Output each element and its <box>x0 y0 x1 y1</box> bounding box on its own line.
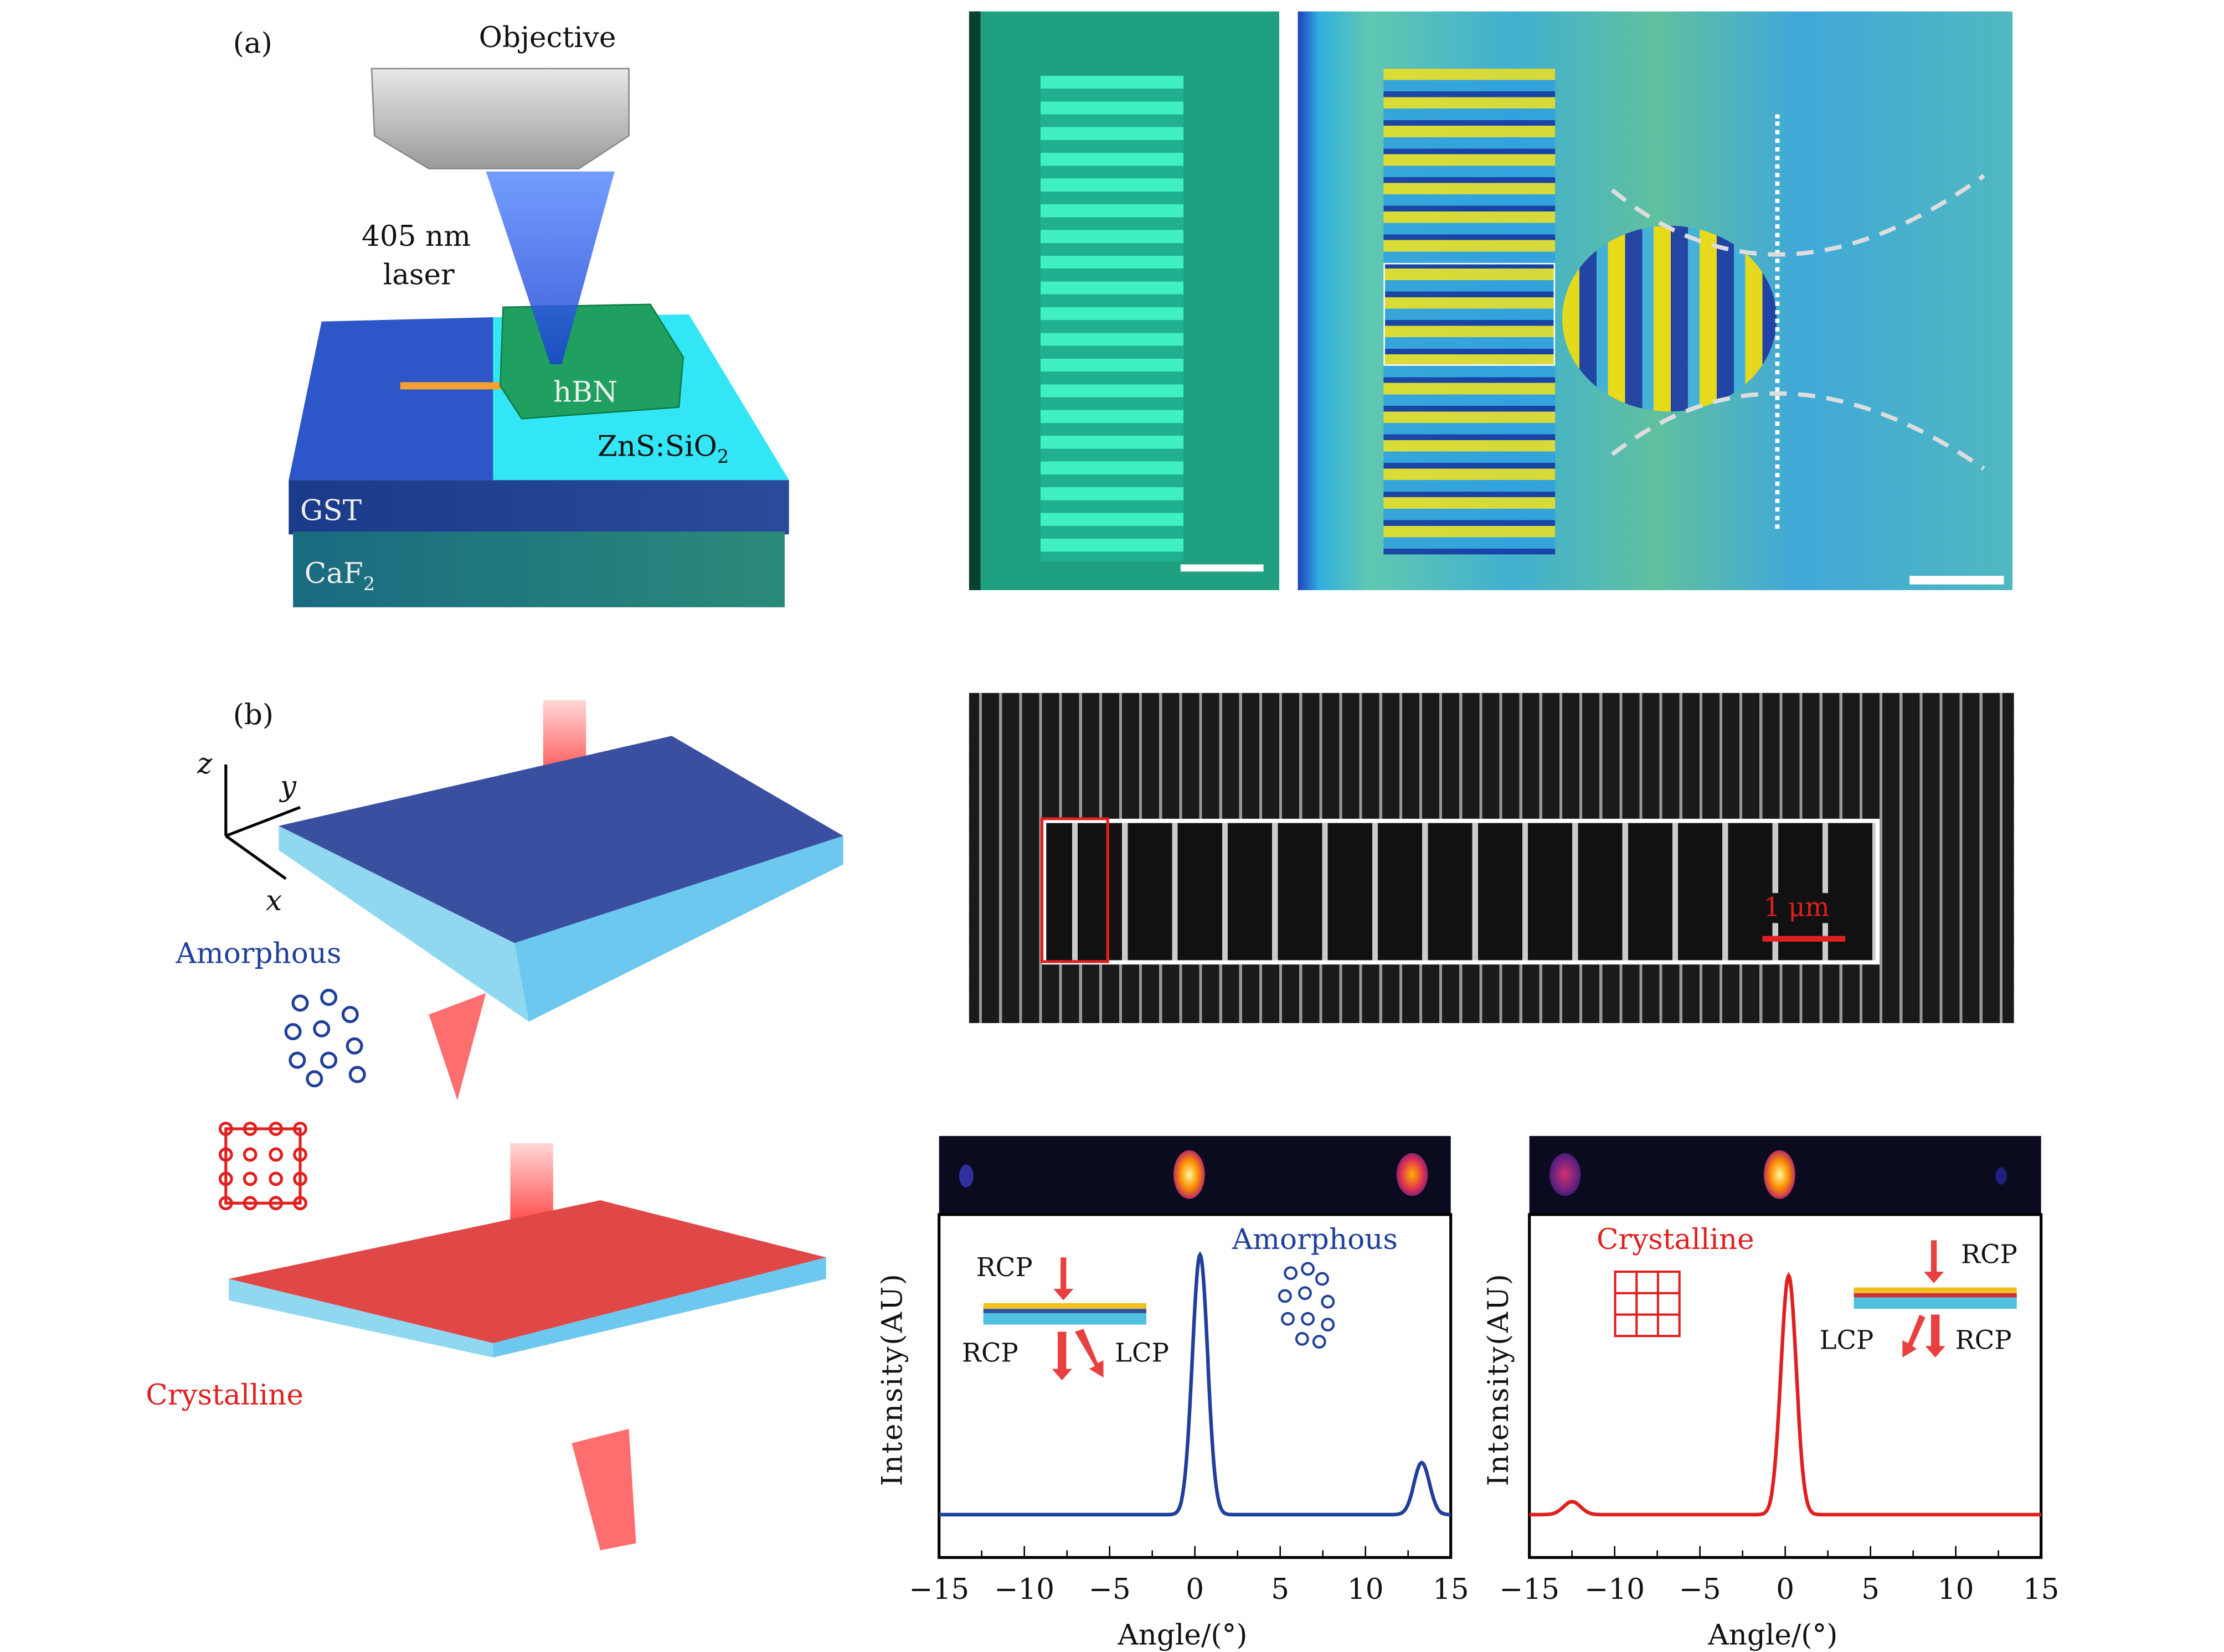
panel-b-label: (b) <box>233 697 274 732</box>
caf-subscript: 2 <box>363 574 375 596</box>
x-axis-label: Angle/(°) <box>1708 1617 1838 1652</box>
scale-bar <box>1180 564 1264 572</box>
crystalline-label: Crystalline <box>146 1377 303 1412</box>
x-tick-label: −10 <box>1584 1572 1645 1607</box>
amorphous-slab <box>279 736 843 1022</box>
gst-layer <box>289 480 789 535</box>
out-left-label: LCP <box>1819 1326 1874 1356</box>
axis-x-label: x <box>266 883 282 918</box>
x-tick-labels: −15 −10 −5 0 5 10 15 <box>1499 1572 2059 1614</box>
spot <box>1995 1167 2007 1185</box>
axis-z-label: z <box>197 746 213 781</box>
sem-image: 1 μm <box>969 693 2014 1023</box>
amorphous-lattice-icon <box>284 989 366 1088</box>
chart-title: Amorphous <box>1232 1221 1398 1256</box>
series-line-amorphous <box>939 1251 1451 1517</box>
caf-text: CaF <box>304 556 363 590</box>
far-field-image <box>939 1135 1451 1215</box>
scale-bar <box>1762 936 1846 942</box>
zns-text: ZnS:SiO <box>597 429 717 463</box>
x-tick-label: −15 <box>1499 1572 1560 1607</box>
spot <box>1549 1153 1581 1196</box>
laser-cone <box>486 171 615 365</box>
laser-label: laser <box>383 257 455 292</box>
top-face-gst <box>289 317 493 481</box>
fluorescence-image <box>969 11 1279 590</box>
crystalline-slab <box>228 1200 826 1357</box>
amorphous-lattice-icon <box>1278 1262 1335 1349</box>
series-line-crystalline <box>1529 1272 2041 1517</box>
zns-label: ZnS:SiO2 <box>598 429 729 468</box>
far-field-image <box>1529 1135 2041 1215</box>
crystalline-lattice-icon <box>218 1122 307 1211</box>
focal-fringes <box>1562 225 1777 412</box>
x-tick-label: −15 <box>909 1572 970 1607</box>
panel-a-label: (a) <box>233 25 272 60</box>
red-highlight-box <box>1040 817 1109 963</box>
focal-line <box>1775 114 1780 529</box>
incident-label: RCP <box>1961 1240 2017 1271</box>
scale-bar-label: 1 μm <box>1763 893 1830 923</box>
x-tick-label: 10 <box>1937 1572 1974 1607</box>
spot <box>1763 1150 1795 1199</box>
out-left-label: RCP <box>962 1339 1018 1369</box>
laser-wavelength-label: 405 nm <box>361 218 471 253</box>
metasurface-diagrams <box>218 700 843 1551</box>
polarization-inset-amorphous <box>983 1257 1146 1381</box>
x-tick-label: 0 <box>1186 1572 1204 1607</box>
x-axis-label: Angle/(°) <box>1118 1617 1248 1652</box>
x-tick-label: −10 <box>994 1572 1055 1607</box>
y-axis-label: Intensity(AU) <box>874 1272 909 1486</box>
x-tick-label: −5 <box>1679 1572 1721 1607</box>
out-right-label: LCP <box>1115 1339 1169 1369</box>
incident-label: RCP <box>976 1253 1033 1283</box>
chart-amorphous <box>938 1135 1453 1559</box>
scale-bar <box>1909 576 2004 585</box>
x-tick-label: 5 <box>1271 1572 1290 1607</box>
field-map-image <box>1298 11 2013 590</box>
gst-label: GST <box>300 493 362 528</box>
chart-crystalline <box>1528 1135 2043 1559</box>
plot-area <box>938 1213 1453 1559</box>
spot <box>1396 1153 1428 1196</box>
crystalline-lattice-icon <box>1614 1271 1681 1338</box>
chart-title: Crystalline <box>1596 1221 1754 1256</box>
image-edge <box>969 11 981 590</box>
caf2-layer <box>293 531 785 607</box>
x-tick-label: 0 <box>1776 1572 1795 1607</box>
transmitted-beam-amorphous <box>429 993 486 1101</box>
laser-setup-diagram <box>289 68 789 607</box>
x-tick-label: 15 <box>2022 1572 2060 1607</box>
x-tick-label: 5 <box>1861 1572 1880 1607</box>
grating-region <box>1383 68 1556 555</box>
hbn-label: hBN <box>553 374 618 409</box>
x-tick-label: 15 <box>1432 1572 1469 1607</box>
x-tick-label: −5 <box>1088 1572 1131 1607</box>
spot <box>959 1164 974 1188</box>
caf2-label: CaF2 <box>305 556 375 596</box>
y-axis-label: Intensity(AU) <box>1480 1272 1515 1486</box>
unit-cell-box <box>1042 818 1880 965</box>
polarization-inset-crystalline <box>1854 1240 2017 1357</box>
axis-y-label: y <box>280 768 297 803</box>
amorphous-label: Amorphous <box>176 936 342 970</box>
x-tick-label: 10 <box>1347 1572 1384 1607</box>
zns-subscript: 2 <box>717 447 729 469</box>
objective-label: Objective <box>478 20 616 55</box>
plot-frame <box>938 1213 1453 1559</box>
spot <box>1173 1150 1205 1199</box>
out-right-label: RCP <box>1955 1326 2012 1356</box>
objective-lens <box>370 68 630 169</box>
coordinate-axes <box>224 764 301 880</box>
transmitted-beam-crystalline <box>572 1429 636 1551</box>
grating-stripes <box>1040 75 1184 562</box>
beam-envelope <box>1610 174 1985 471</box>
x-tick-labels: −15 −10 −5 0 5 10 15 <box>909 1572 1469 1614</box>
highlight-box <box>1383 262 1556 366</box>
